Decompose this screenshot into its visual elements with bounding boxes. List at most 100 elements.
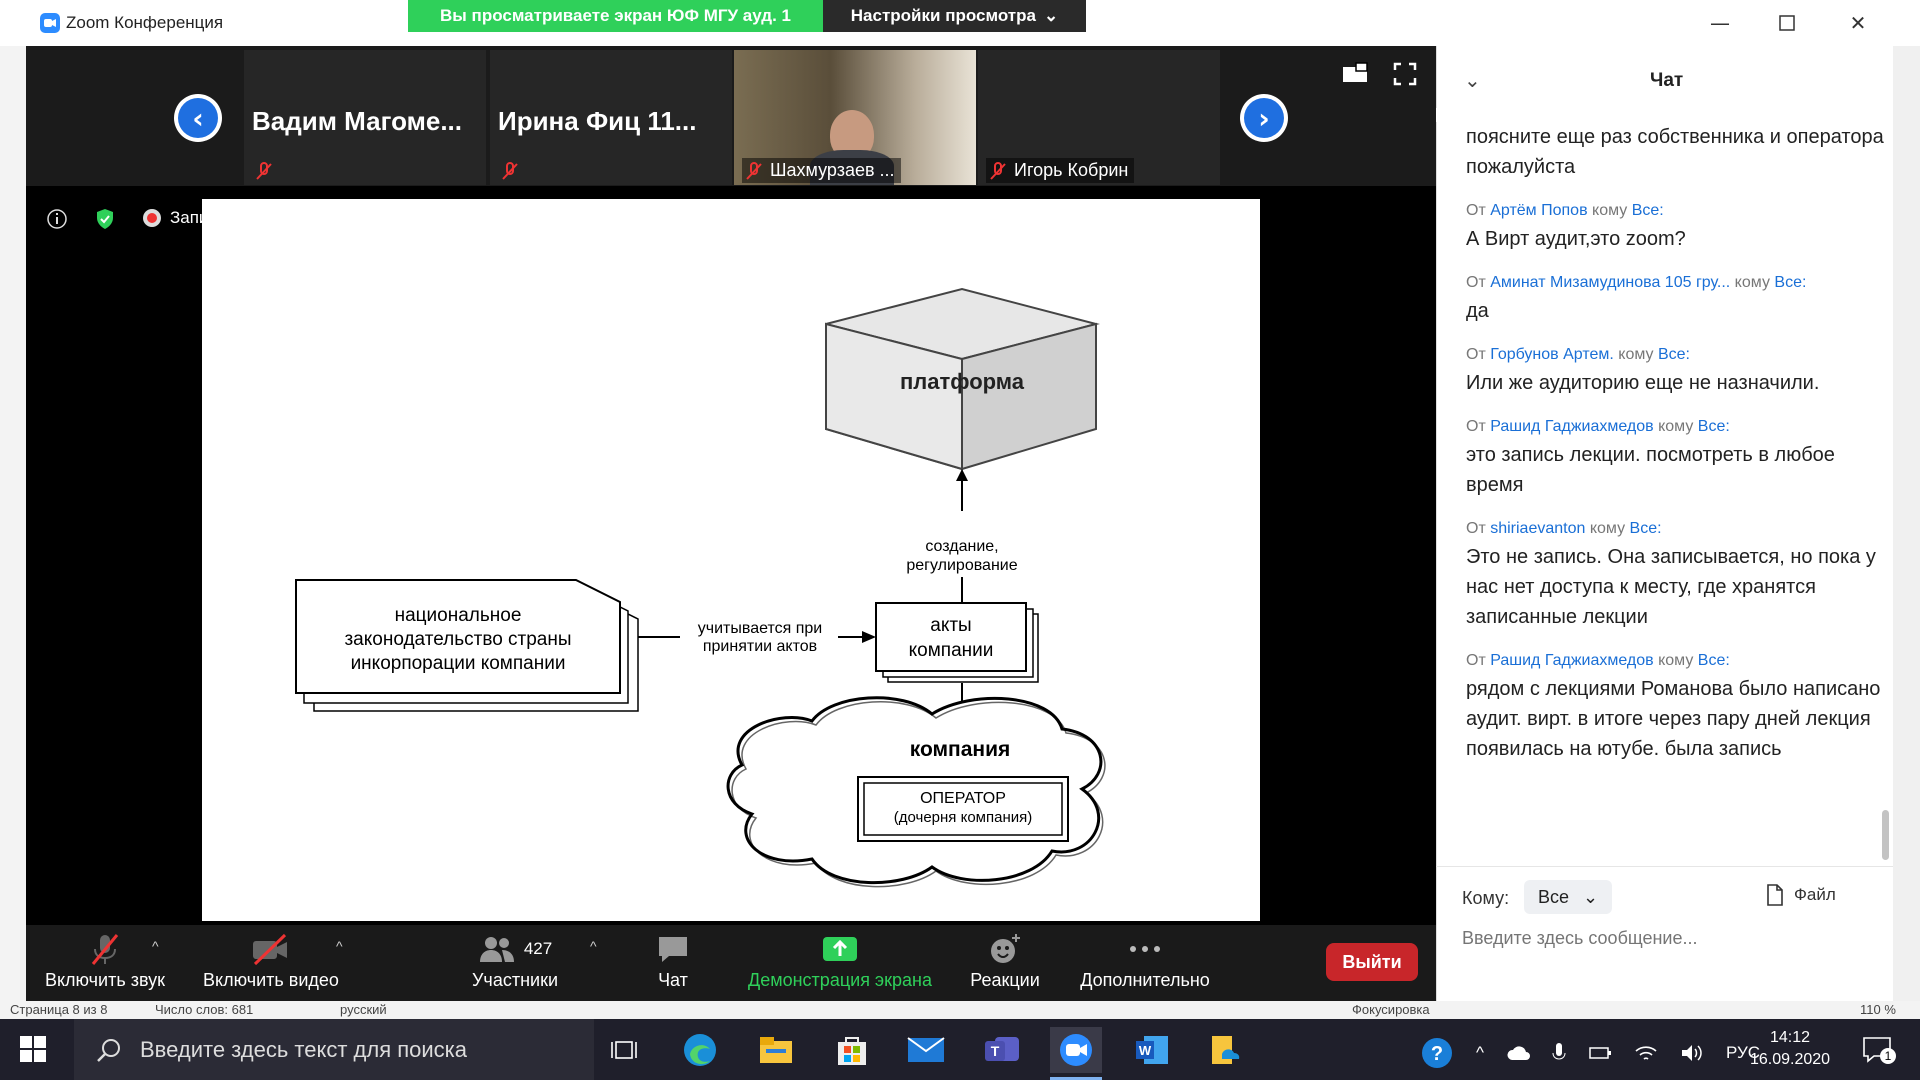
chevron-up-icon[interactable]: ^ xyxy=(1476,1043,1484,1062)
teams-icon[interactable]: T xyxy=(976,1027,1028,1073)
leave-button[interactable]: Выйти xyxy=(1326,943,1418,981)
battery-icon[interactable] xyxy=(1588,1044,1612,1062)
share-screen-button[interactable]: Демонстрация экрана xyxy=(740,930,940,991)
participant-label: Игорь Кобрин xyxy=(1014,160,1129,180)
participants-button[interactable]: 427 Участники xyxy=(460,930,570,991)
cloud-icon[interactable] xyxy=(1506,1045,1530,1061)
audio-options-caret[interactable]: ^ xyxy=(152,938,159,954)
sender-name[interactable]: Аминат Мизамудинова 105 гру... xyxy=(1490,274,1731,291)
taskbar-clock[interactable]: 14:12 16.09.2020 xyxy=(1745,1027,1835,1071)
language-status: русский xyxy=(340,1002,387,1017)
chat-scrollbar[interactable] xyxy=(1882,810,1889,860)
wifi-icon[interactable] xyxy=(1634,1043,1658,1063)
view-settings-button[interactable]: Настройки просмотра⌄ xyxy=(823,0,1086,32)
participant-tile[interactable]: Ирина Фиц 11... xyxy=(490,50,732,185)
file-icon xyxy=(1767,884,1783,906)
video-options-caret[interactable]: ^ xyxy=(336,938,343,954)
company-label: компания xyxy=(910,738,1011,761)
start-video-button[interactable]: Включить видео xyxy=(196,930,346,991)
participant-tile[interactable]: Вадим Магоме... xyxy=(244,50,486,185)
reactions-label: Реакции xyxy=(970,970,1040,990)
recording-label: Запи xyxy=(170,208,209,227)
reactions-button[interactable]: Реакции xyxy=(960,930,1050,991)
chevron-down-icon[interactable]: ⌄ xyxy=(1464,68,1481,92)
search-placeholder: Введите здесь текст для поиска xyxy=(140,1036,468,1062)
sender-name[interactable]: Артём Попов xyxy=(1490,202,1588,219)
chat-message: От shiriaevanton кому Все: Это не запись… xyxy=(1466,518,1886,632)
unmute-button[interactable]: Включить звук xyxy=(40,930,170,991)
more-label: Дополнительно xyxy=(1080,970,1210,990)
unmute-label: Включить звук xyxy=(44,970,166,990)
chat-message: От Аминат Мизамудинова 105 гру... кому В… xyxy=(1466,272,1886,326)
mail-icon[interactable] xyxy=(900,1027,952,1073)
zoom-app-icon[interactable] xyxy=(1050,1027,1102,1073)
word-app-icon[interactable]: W xyxy=(1126,1027,1178,1073)
files-app-icon[interactable] xyxy=(1200,1027,1252,1073)
close-window-button[interactable]: ✕ xyxy=(1849,11,1867,35)
zoom-logo-icon xyxy=(40,13,60,33)
fullscreen-icon[interactable] xyxy=(1393,62,1417,90)
muted-icon xyxy=(746,161,762,180)
maximize-button[interactable] xyxy=(1772,8,1802,38)
background-app-edge-right xyxy=(1893,46,1920,1001)
taskbar-search[interactable]: Введите здесь текст для поиска xyxy=(74,1019,594,1080)
participant-name: Ирина Фиц 11... xyxy=(498,106,697,136)
clock-time: 14:12 xyxy=(1769,1029,1811,1046)
chat-panel xyxy=(1436,46,1893,1001)
svg-text:W: W xyxy=(1139,1043,1152,1058)
volume-icon[interactable] xyxy=(1680,1043,1704,1063)
notifications-icon[interactable]: 1 xyxy=(1862,1034,1896,1068)
chat-message: От Рашид Гаджиахмедов кому Все: это запи… xyxy=(1466,416,1886,500)
input-language[interactable]: РУС xyxy=(1725,1043,1761,1062)
chat-message-input[interactable] xyxy=(1462,928,1872,949)
operator-label-1: ОПЕРАТОР xyxy=(920,790,1006,807)
law-document xyxy=(295,579,621,694)
muted-icon xyxy=(252,159,280,183)
sender-name[interactable]: Горбунов Артем. xyxy=(1490,346,1614,363)
next-page-button[interactable]: › xyxy=(1240,94,1288,142)
windows-start-icon[interactable] xyxy=(18,1034,48,1068)
sender-name[interactable]: shiriaevanton xyxy=(1490,520,1586,537)
participants-options-caret[interactable]: ^ xyxy=(590,938,597,954)
view-layout-icon[interactable] xyxy=(1342,62,1368,88)
create-label-1: создание, xyxy=(925,538,998,555)
message-text: Или же аудиторию еще не назначили. xyxy=(1466,372,1820,394)
recipient-select[interactable]: Все⌄ xyxy=(1524,880,1612,914)
security-shield-icon[interactable] xyxy=(94,208,116,234)
zoom-level[interactable]: 110 % xyxy=(1860,1002,1896,1017)
message-text: рядом с лекциями Романова было написано … xyxy=(1466,678,1881,760)
message-text: А Вирт аудит,это zoom? xyxy=(1466,228,1686,250)
message-text: это запись лекции. посмотреть в любое вр… xyxy=(1466,444,1835,496)
record-icon xyxy=(143,209,161,227)
system-tray: ? ^ РУС xyxy=(1420,1036,1760,1070)
recipient-value: Все xyxy=(1537,886,1569,907)
word-count: Число слов: 681 xyxy=(155,1002,254,1017)
file-button[interactable]: Файл xyxy=(1766,884,1836,906)
more-button[interactable]: Дополнительно xyxy=(1070,930,1220,991)
start-video-label: Включить видео xyxy=(203,970,339,990)
file-explorer-icon[interactable] xyxy=(750,1027,802,1073)
share-screen-icon xyxy=(823,937,857,961)
focus-mode[interactable]: Фокусировка xyxy=(1352,1002,1430,1017)
help-icon[interactable]: ? xyxy=(1420,1036,1454,1070)
participant-video-tile[interactable]: Шахмурзаев ... xyxy=(734,50,976,185)
participants-icon xyxy=(479,937,514,962)
prev-page-button[interactable]: ‹ xyxy=(174,94,222,142)
chat-message: От Рашид Гаджиахмедов кому Все: рядом с … xyxy=(1466,650,1886,764)
microphone-icon[interactable] xyxy=(1552,1042,1566,1064)
sender-name[interactable]: Рашид Гаджиахмедов xyxy=(1490,652,1654,669)
sender-name[interactable]: Рашид Гаджиахмедов xyxy=(1490,418,1654,435)
muted-icon xyxy=(990,161,1006,180)
participant-tile[interactable]: Игорь Кобрин xyxy=(978,50,1220,185)
shared-screen: платформа создание, регулирование акты к… xyxy=(202,199,1260,921)
task-view-icon[interactable] xyxy=(598,1027,650,1073)
store-icon[interactable] xyxy=(826,1027,878,1073)
view-settings-label: Настройки просмотра xyxy=(850,6,1036,25)
consider-label-1: учитывается при xyxy=(698,620,822,637)
operator-box xyxy=(857,776,1069,842)
info-icon[interactable] xyxy=(46,208,68,234)
chat-title: Чат xyxy=(1650,70,1684,91)
edge-browser-icon[interactable] xyxy=(674,1027,726,1073)
minimize-button[interactable]: — xyxy=(1710,11,1730,35)
chat-button[interactable]: Чат xyxy=(640,930,706,991)
